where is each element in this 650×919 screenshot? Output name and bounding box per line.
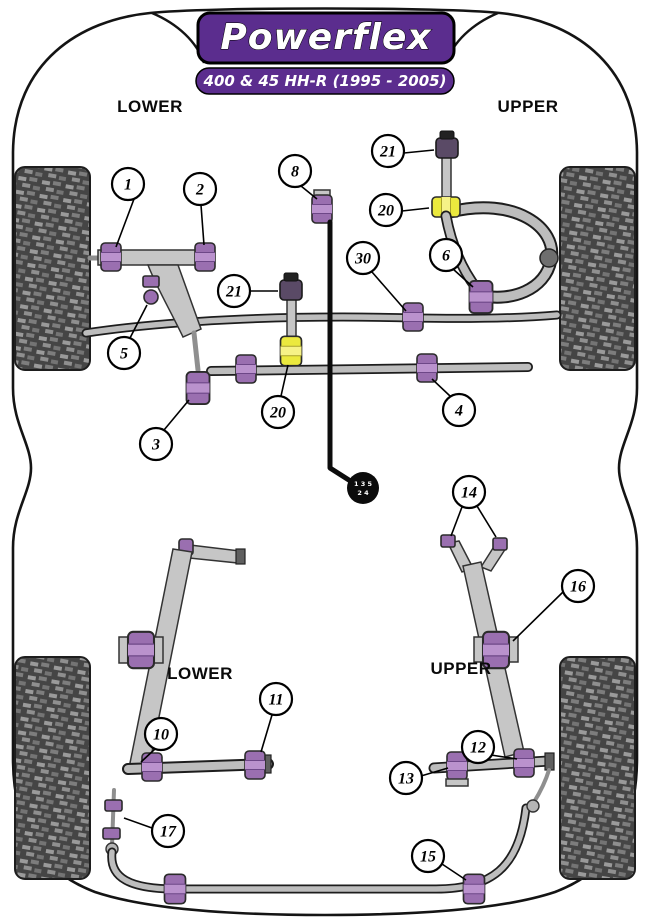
callout-20-lower: 20 (260, 364, 296, 430)
callout-20-upper: 20 (368, 192, 430, 228)
gear-linkage-bushing-8 (311, 194, 333, 224)
callout-21-lower: 21 (216, 273, 278, 309)
callout-1: 1 (110, 166, 146, 248)
callout-label: 12 (470, 740, 486, 757)
callout-2: 2 (182, 171, 218, 246)
callout-label: 20 (377, 203, 394, 220)
callout-label: 14 (461, 485, 477, 502)
label-front-upper: UPPER (497, 97, 558, 116)
callout-label: 30 (354, 251, 371, 268)
label-front-lower: LOWER (117, 97, 183, 116)
callout-16: 16 (512, 568, 596, 642)
model-badge: 400 & 45 HH-R (1995 - 2005) (195, 67, 455, 95)
callout-5: 5 (106, 304, 148, 371)
callout-label: 5 (120, 346, 128, 363)
callout-label: 2 (195, 182, 204, 199)
gear-knob (347, 472, 379, 504)
callout-10: 10 (140, 716, 179, 763)
callout-label: 6 (442, 248, 450, 265)
gear-pattern-row1: 1 3 5 (354, 480, 373, 488)
callout-label: 1 (124, 177, 132, 194)
gear-pattern-row2: 2 4 (357, 489, 369, 497)
callout-21-upper: 21 (370, 133, 435, 169)
front-arm-bushing-2 (194, 242, 216, 272)
callout-30: 30 (345, 240, 407, 312)
callout-label: 17 (160, 824, 177, 841)
callout-4: 4 (431, 378, 477, 428)
model-badge-text: 400 & 45 HH-R (1995 - 2005) (203, 72, 447, 90)
rear-arb-bushing-15 (462, 873, 486, 905)
callout-label: 15 (420, 849, 436, 866)
callout-17: 17 (123, 813, 186, 849)
tire-rear-left (14, 656, 91, 880)
callout-8: 8 (277, 153, 318, 200)
rear-anti-roll-bar (107, 803, 531, 905)
upper-arm-ball-joint (539, 248, 559, 268)
callout-label: 10 (153, 727, 169, 744)
front-arm-bushing-1 (100, 242, 122, 272)
label-rear-lower: LOWER (167, 664, 233, 683)
powerflex-logo: Powerflex (196, 11, 456, 65)
tie-bar-bushing-left (235, 354, 257, 384)
upper-arm-bushing-6 (468, 279, 494, 315)
front-arm-bushing-3 (185, 370, 211, 406)
tie-bar-bushing-4 (416, 353, 438, 383)
callout-label: 8 (291, 164, 299, 181)
callout-label: 21 (225, 284, 242, 301)
rear-right-lower-arm (428, 748, 555, 813)
callout-15: 15 (410, 838, 467, 881)
callout-14: 14 (450, 474, 497, 538)
callout-label: 21 (379, 144, 396, 161)
tire-front-right (559, 166, 636, 371)
car-body-outline (11, 7, 639, 917)
callout-12: 12 (460, 729, 518, 765)
rear-arb-bushing-left (163, 873, 187, 905)
callout-label: 11 (268, 692, 283, 709)
powerflex-logo-text: Powerflex (220, 17, 432, 58)
callout-label: 4 (454, 403, 463, 420)
label-rear-upper: UPPER (430, 659, 491, 678)
front-vertical-link (279, 272, 303, 367)
link-bushing-20-lower (279, 335, 303, 367)
ball-joint-5 (142, 275, 160, 288)
front-lower-arm-assembly (87, 242, 216, 406)
rear-lower-bushing-11 (244, 750, 266, 780)
rear-upper-bushing-14b (492, 537, 508, 551)
callout-3: 3 (138, 399, 190, 462)
rear-upper-bushing-14a (440, 534, 456, 548)
callout-label: 13 (398, 771, 414, 788)
front-upper-arm-assembly (431, 130, 559, 315)
front-anti-roll-bar (81, 302, 562, 338)
gear-linkage: 1 3 5 2 4 (311, 189, 379, 504)
rear-lower-bushing-12 (513, 748, 535, 778)
rear-left-arm-bushing (126, 630, 156, 670)
tire-rear-right (559, 656, 636, 880)
callout-label: 20 (269, 405, 286, 422)
arb-bushing-30 (402, 302, 424, 332)
callout-label: 3 (151, 437, 160, 454)
callout-6: 6 (428, 237, 474, 288)
rear-left-trailing-arm (118, 538, 246, 773)
callout-label: 16 (570, 579, 586, 596)
rear-left-lower-arm (122, 750, 274, 782)
callout-13: 13 (388, 760, 449, 796)
tire-front-left (14, 166, 91, 371)
front-lower-tie-bar (206, 353, 533, 384)
callout-11: 11 (258, 681, 294, 753)
